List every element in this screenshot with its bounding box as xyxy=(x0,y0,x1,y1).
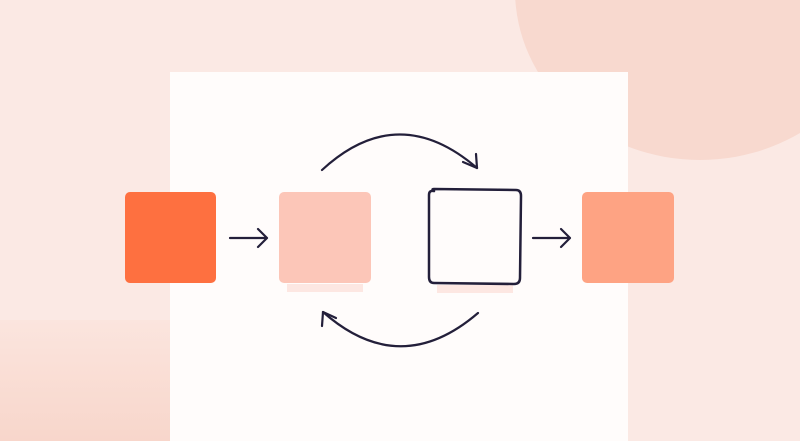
step-box-3-shadow xyxy=(437,285,513,293)
step-box-3-outline xyxy=(427,187,523,286)
step-box-1 xyxy=(125,192,216,283)
curved-arrow-back-icon xyxy=(320,310,480,348)
step-box-4 xyxy=(582,192,674,283)
decorative-corner xyxy=(0,320,170,441)
step-box-2 xyxy=(279,192,371,283)
arrow-right-icon xyxy=(531,227,572,249)
curved-arrow-forward-icon xyxy=(320,133,479,172)
arrow-right-icon xyxy=(228,227,269,249)
step-box-2-shadow xyxy=(287,284,363,292)
